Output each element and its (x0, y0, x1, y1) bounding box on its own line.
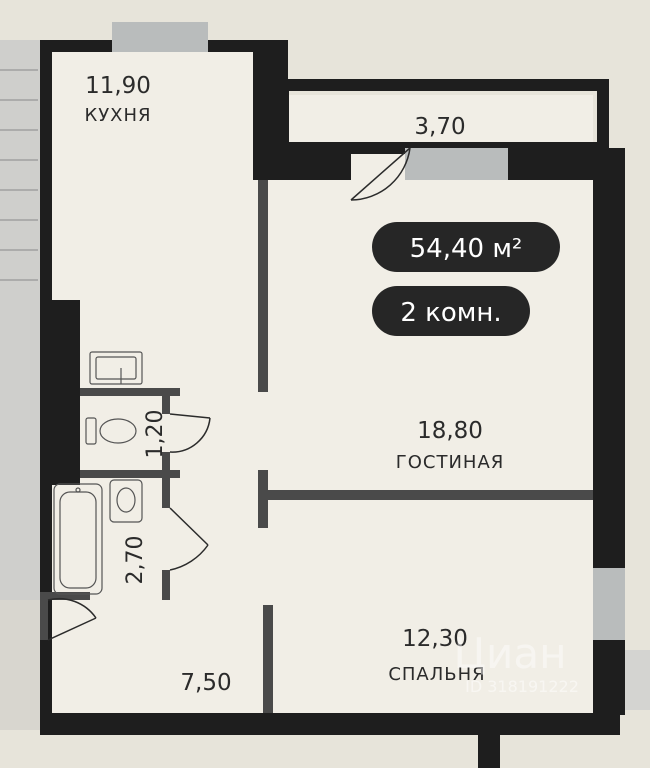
door-swings (47, 147, 411, 641)
hallway-area: 7,50 (180, 670, 231, 696)
rooms-count-pill (372, 286, 530, 336)
interior-partitions (40, 180, 593, 713)
kitchen-name: КУХНЯ (84, 105, 151, 126)
exterior-walls (40, 40, 625, 768)
bathroom-area: 2,70 (123, 536, 148, 585)
living-name: ГОСТИНАЯ (396, 452, 505, 473)
total-area-pill (372, 222, 560, 272)
window-bedroom (593, 568, 625, 640)
watermark-id: ID 318191222 (465, 677, 579, 696)
toilet-icon (85, 417, 137, 445)
sink-kitchen (89, 351, 143, 385)
apartment-floor (48, 48, 593, 713)
bedroom-name: СПАЛЬНЯ (388, 664, 485, 685)
kitchen-area: 11,90 (85, 73, 151, 99)
living-area: 18,80 (417, 418, 483, 444)
window-living (405, 148, 508, 180)
watermark-brand: Циан (453, 629, 566, 678)
balcony-area: 3,70 (414, 114, 465, 140)
stairwell (0, 40, 40, 600)
toilet-area: 1,20 (143, 410, 168, 459)
window-right (625, 650, 650, 710)
corridor-left (0, 600, 40, 730)
total-area-label: 54,40 м² (410, 234, 523, 264)
stair-steps (0, 69, 38, 281)
bathtub-icon (53, 483, 103, 595)
bathroom-sink-icon (109, 479, 143, 523)
window-kitchen (112, 22, 208, 52)
rooms-count-label: 2 комн. (400, 298, 501, 328)
bedroom-area: 12,30 (402, 626, 468, 652)
